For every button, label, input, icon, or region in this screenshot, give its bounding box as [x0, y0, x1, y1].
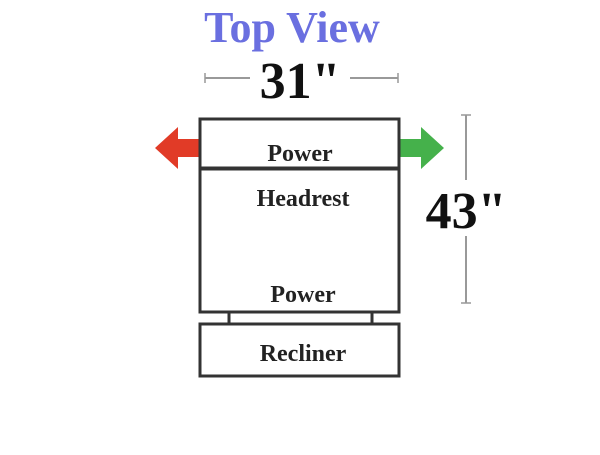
depth-label-background: [418, 180, 514, 236]
seat-section: [198, 167, 401, 314]
recliner-section: [198, 322, 401, 378]
depth-label: 43": [426, 183, 507, 240]
headrest-label: Headrest: [257, 186, 350, 212]
arrow-right-icon: [399, 127, 444, 169]
depth-dimension: 43": [418, 114, 514, 304]
recliner-label: Recliner: [260, 341, 347, 367]
arrow-left-icon: [155, 127, 200, 169]
diagram-title: Top View: [204, 3, 380, 52]
top-power-label: Power: [267, 141, 333, 167]
width-label: 31": [260, 53, 341, 110]
top-power-section: [198, 117, 401, 170]
bottom-power-label: Power: [270, 282, 336, 308]
width-dimension: 31": [204, 53, 399, 110]
